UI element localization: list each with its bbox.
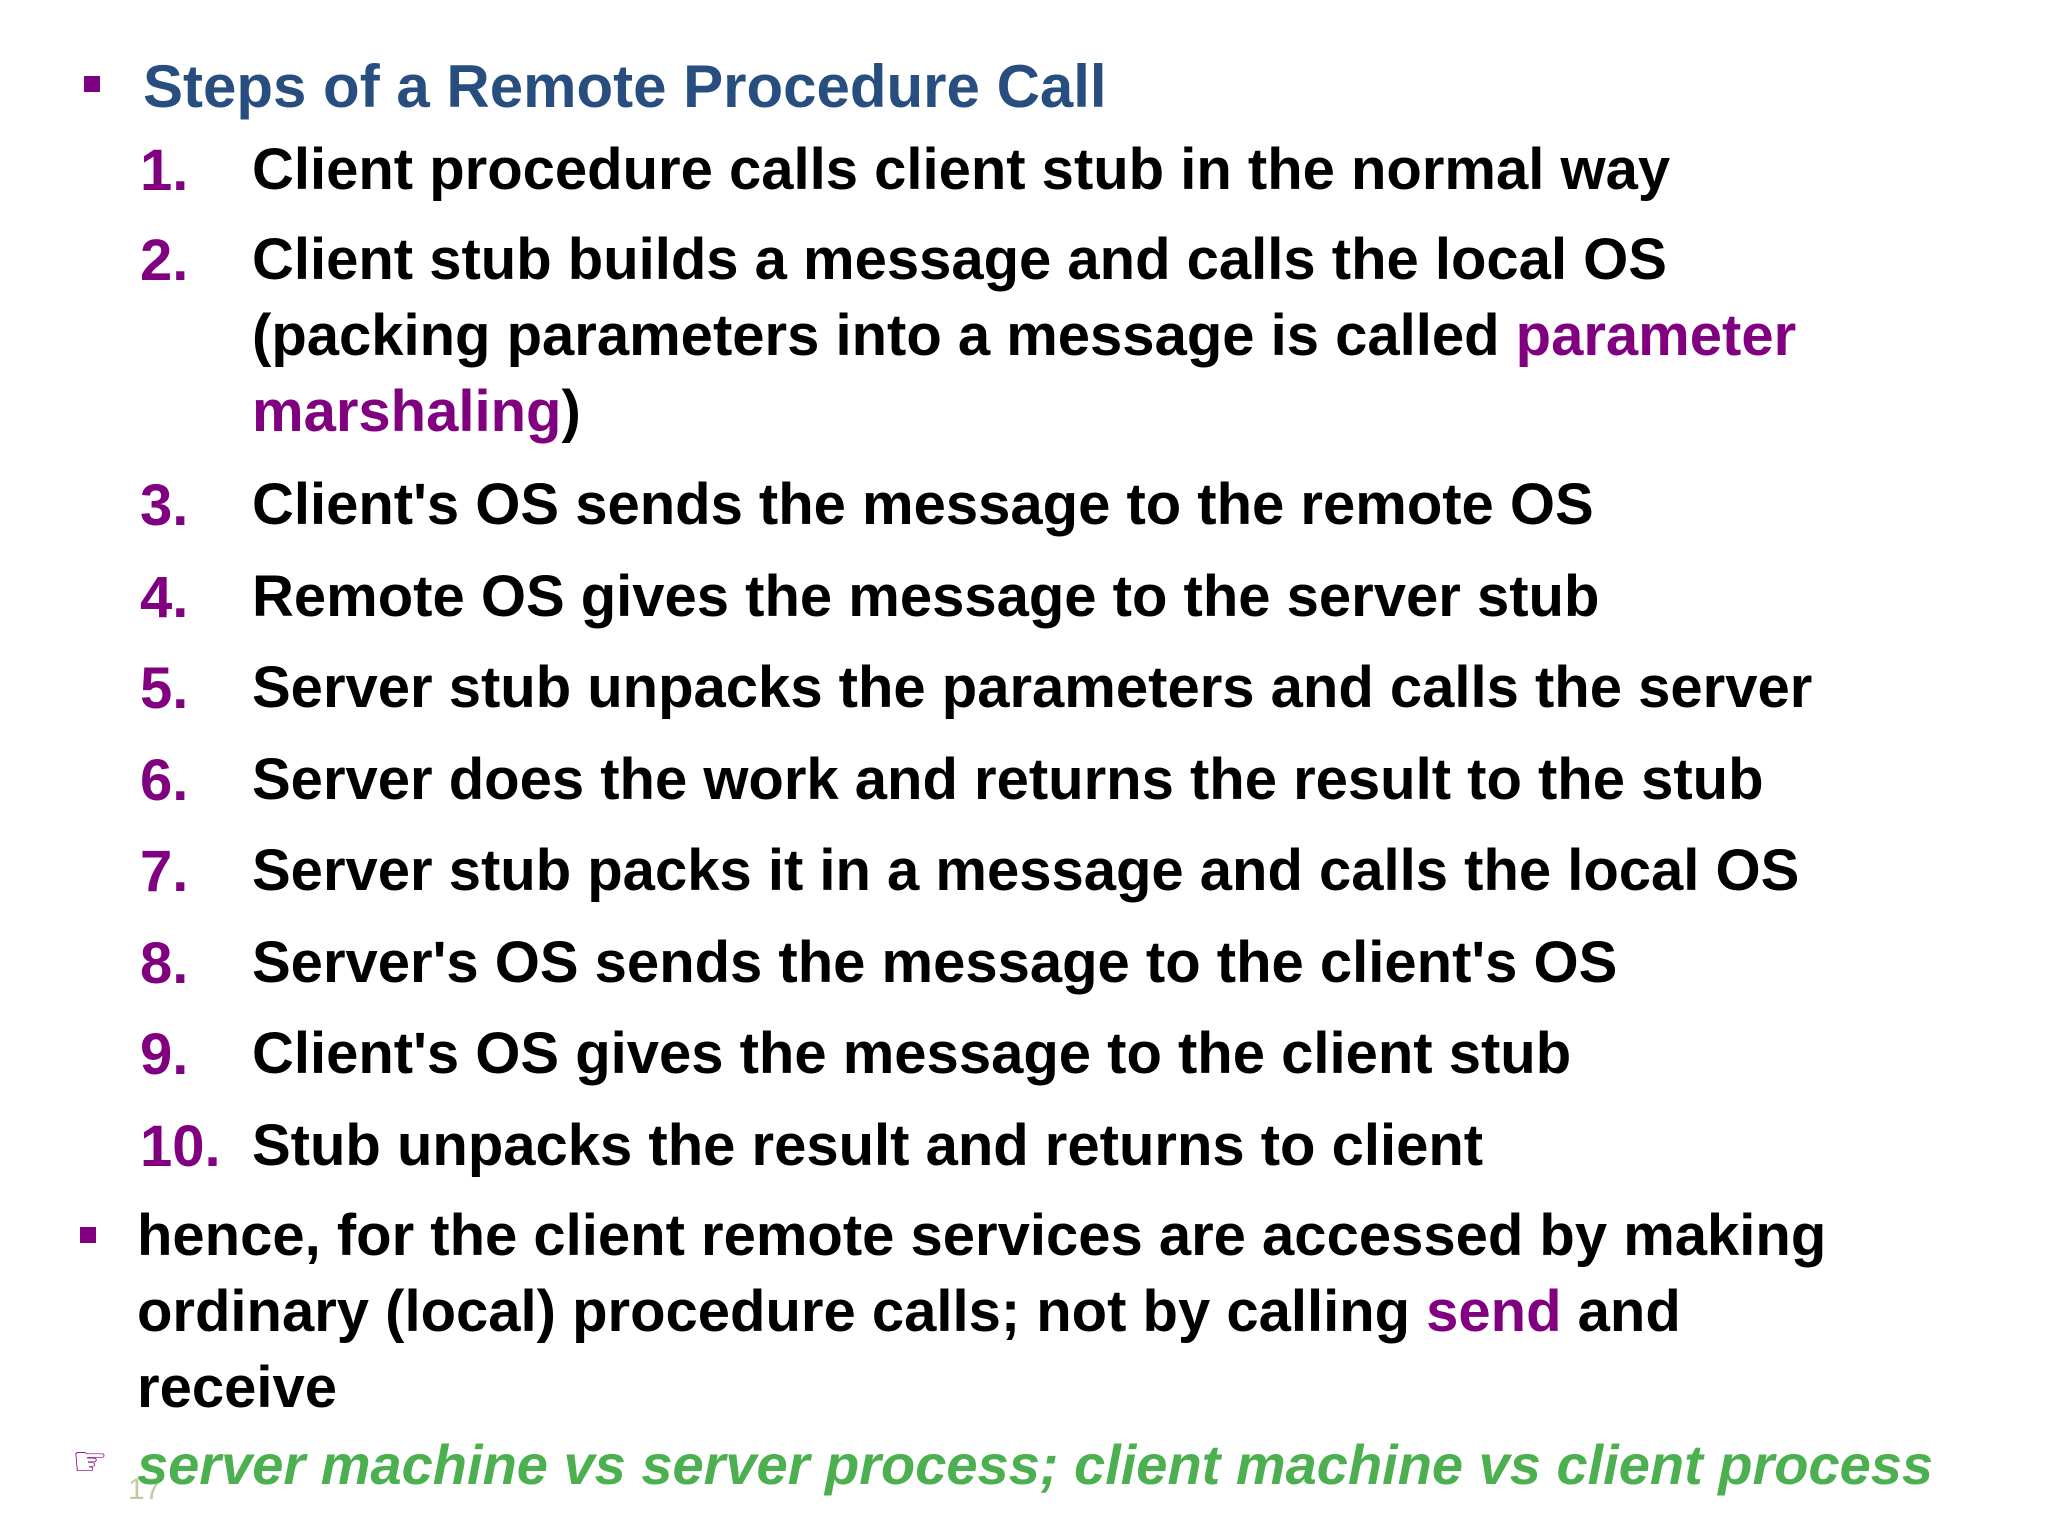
step-text: Server stub packs it in a message and ca… (252, 838, 1800, 903)
step-text-segment: ) (561, 379, 581, 444)
footer-remark: server machine vs server process; client… (137, 1433, 1934, 1496)
step-number: 5. (140, 656, 189, 721)
square-bullet-icon (84, 76, 100, 92)
step-number: 3. (140, 473, 189, 538)
note-line: hence, for the client remote services ar… (137, 1203, 1827, 1268)
page-number: 17 (128, 1473, 162, 1506)
step-text: Server does the work and returns the res… (252, 747, 1764, 812)
step-text: Server stub unpacks the parameters and c… (252, 655, 1813, 720)
note-line: ordinary (local) procedure calls; not by… (137, 1274, 1681, 1350)
pointing-hand-icon: ☞ (72, 1440, 108, 1484)
step-text: Server's OS sends the message to the cli… (252, 930, 1618, 995)
step-number: 1. (140, 138, 189, 203)
step-text: Stub unpacks the result and returns to c… (252, 1113, 1484, 1178)
step-text-line2: (packing parameters into a message is ca… (252, 298, 1796, 374)
highlight-term: marshaling (252, 379, 562, 444)
step-number: 4. (140, 565, 189, 630)
step-text-segment: (packing parameters into a message is ca… (252, 303, 1516, 368)
step-number: 2. (140, 228, 189, 293)
note-segment: and (1561, 1279, 1681, 1344)
step-number: 6. (140, 748, 189, 813)
step-text-line3: marshaling) (252, 374, 581, 450)
step-text: Client's OS gives the message to the cli… (252, 1021, 1572, 1086)
step-text: Client stub builds a message and calls t… (252, 227, 1667, 292)
slide-heading: Steps of a Remote Procedure Call (143, 53, 1107, 120)
step-number: 10. (140, 1114, 221, 1179)
square-bullet-icon (80, 1227, 96, 1243)
note-segment: ordinary (local) procedure calls; not by… (137, 1279, 1427, 1344)
highlight-term: parameter (1515, 303, 1797, 368)
step-number: 9. (140, 1022, 189, 1087)
step-number: 7. (140, 839, 189, 904)
step-number: 8. (140, 931, 189, 996)
step-text: Client's OS sends the message to the rem… (252, 472, 1594, 537)
step-text: Client procedure calls client stub in th… (252, 137, 1671, 202)
highlight-term: send (1426, 1279, 1562, 1344)
step-text: Remote OS gives the message to the serve… (252, 564, 1600, 629)
highlight-term: receive (137, 1355, 337, 1420)
